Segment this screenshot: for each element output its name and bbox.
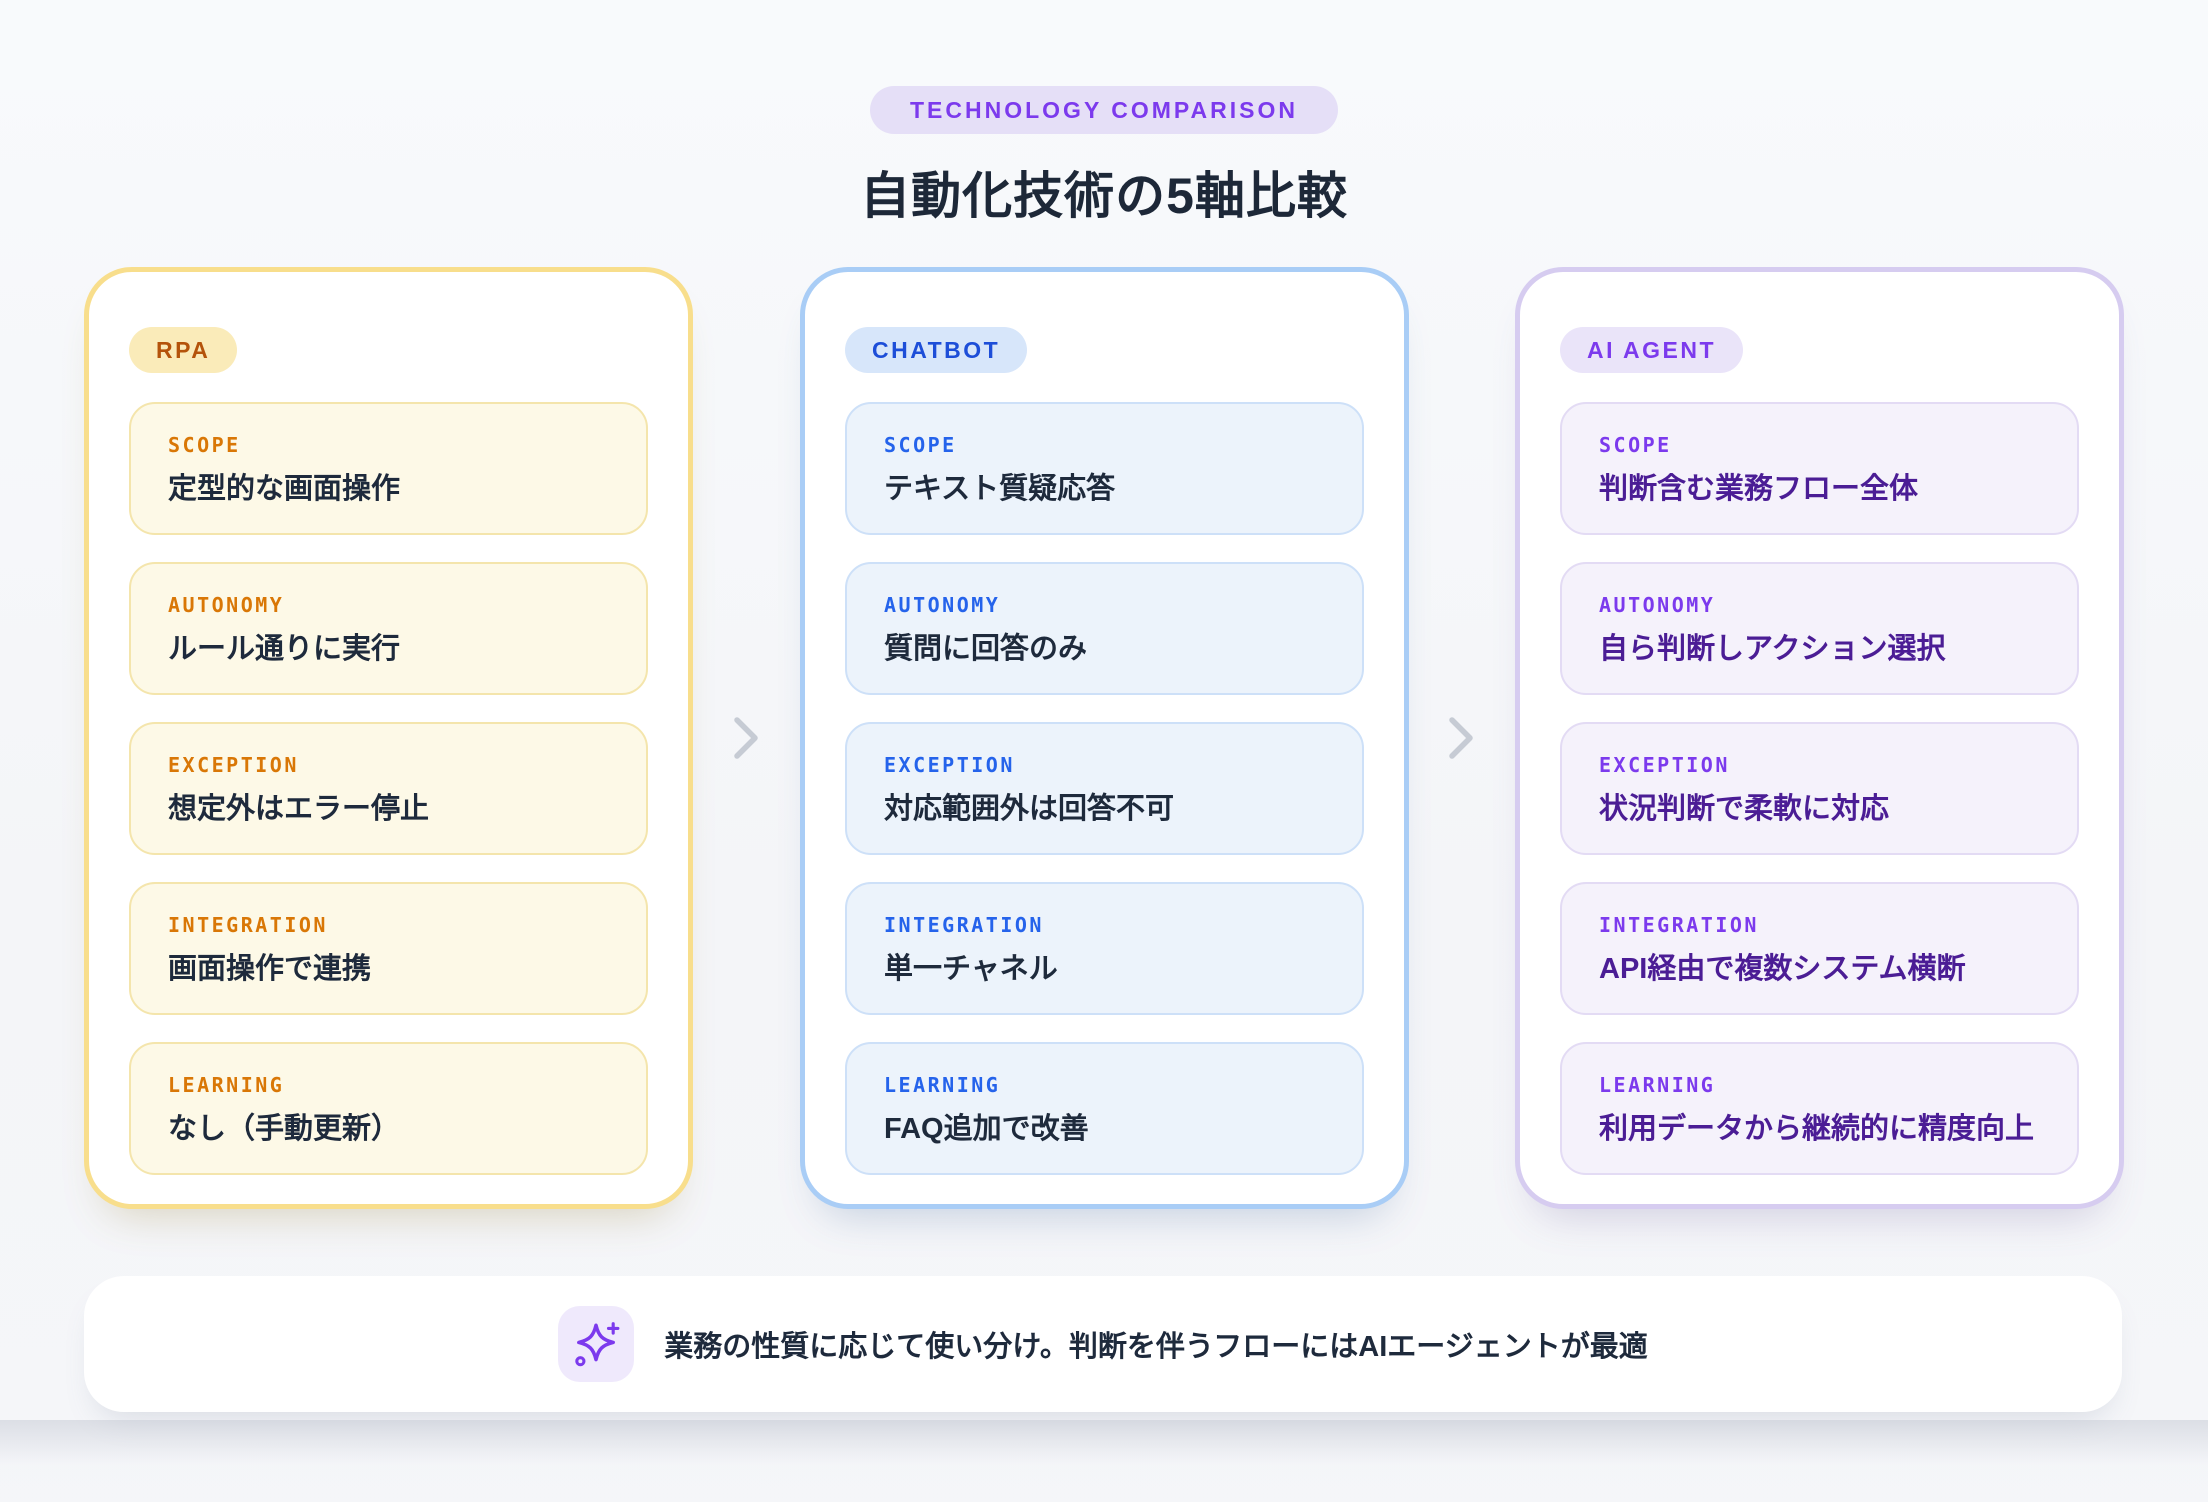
bottom-gradient-band bbox=[0, 1420, 2208, 1502]
chatbot-item-list: SCOPE テキスト質疑応答 AUTONOMY 質問に回答のみ EXCEPTIO… bbox=[845, 402, 1364, 1175]
chatbot-item-learning: LEARNING FAQ追加で改善 bbox=[845, 1042, 1364, 1175]
chatbot-item-autonomy: AUTONOMY 質問に回答のみ bbox=[845, 562, 1364, 695]
item-value: 自ら判断しアクション選択 bbox=[1599, 633, 1946, 665]
chatbot-item-scope: SCOPE テキスト質疑応答 bbox=[845, 402, 1364, 535]
rpa-item-autonomy: AUTONOMY ルール通りに実行 bbox=[129, 562, 648, 695]
item-label: INTEGRATION bbox=[1599, 913, 1759, 937]
rpa-item-list: SCOPE 定型的な画面操作 AUTONOMY ルール通りに実行 EXCEPTI… bbox=[129, 402, 648, 1175]
item-label: INTEGRATION bbox=[168, 913, 328, 937]
item-value: 利用データから継続的に精度向上 bbox=[1599, 1113, 2035, 1145]
item-value: 想定外はエラー停止 bbox=[168, 793, 430, 825]
rpa-item-learning: LEARNING なし（手動更新） bbox=[129, 1042, 648, 1175]
item-value: 単一チャネル bbox=[884, 953, 1058, 985]
summary-icon-box bbox=[558, 1306, 635, 1382]
summary-text: 業務の性質に応じて使い分け。判断を伴うフローにはAIエージェントが最適 bbox=[664, 1331, 1648, 1363]
rpa-badge: RPA bbox=[129, 327, 238, 373]
item-label: SCOPE bbox=[884, 433, 957, 457]
chatbot-badge: CHATBOT bbox=[845, 327, 1028, 373]
item-label: AUTONOMY bbox=[884, 593, 1001, 617]
item-value: テキスト質疑応答 bbox=[884, 473, 1116, 505]
summary-bar: 業務の性質に応じて使い分け。判断を伴うフローにはAIエージェントが最適 bbox=[84, 1276, 2122, 1412]
item-value: 質問に回答のみ bbox=[884, 633, 1088, 665]
page-title: 自動化技術の5軸比較 bbox=[860, 168, 1348, 224]
item-value: なし（手動更新） bbox=[168, 1113, 401, 1145]
item-value: 画面操作で連携 bbox=[168, 953, 372, 985]
item-value: FAQ追加で改善 bbox=[884, 1113, 1089, 1145]
card-rpa: RPA SCOPE 定型的な画面操作 AUTONOMY ルール通りに実行 EXC… bbox=[84, 267, 693, 1209]
ai-agent-item-scope: SCOPE 判断含む業務フロー全体 bbox=[1560, 402, 2079, 535]
rpa-item-integration: INTEGRATION 画面操作で連携 bbox=[129, 882, 648, 1015]
ai-agent-item-learning: LEARNING 利用データから継続的に精度向上 bbox=[1560, 1042, 2079, 1175]
ai-agent-item-list: SCOPE 判断含む業務フロー全体 AUTONOMY 自ら判断しアクション選択 … bbox=[1560, 402, 2079, 1175]
item-label: LEARNING bbox=[884, 1073, 1001, 1097]
item-value: ルール通りに実行 bbox=[168, 633, 401, 665]
item-label: EXCEPTION bbox=[884, 753, 1015, 777]
ai-agent-badge: AI AGENT bbox=[1560, 327, 1744, 373]
item-label: INTEGRATION bbox=[884, 913, 1044, 937]
item-label: SCOPE bbox=[1599, 433, 1672, 457]
ai-agent-item-integration: INTEGRATION API経由で複数システム横断 bbox=[1560, 882, 2079, 1015]
item-label: LEARNING bbox=[1599, 1073, 1716, 1097]
item-label: AUTONOMY bbox=[1599, 593, 1716, 617]
ai-agent-item-exception: EXCEPTION 状況判断で柔軟に対応 bbox=[1560, 722, 2079, 855]
chatbot-item-exception: EXCEPTION 対応範囲外は回答不可 bbox=[845, 722, 1364, 855]
header-eyebrow-badge: TECHNOLOGY COMPARISON bbox=[870, 86, 1338, 134]
card-chatbot: CHATBOT SCOPE テキスト質疑応答 AUTONOMY 質問に回答のみ … bbox=[800, 267, 1409, 1209]
item-value: 状況判断で柔軟に対応 bbox=[1599, 793, 1890, 825]
chevron-right-icon bbox=[1449, 717, 1473, 759]
rpa-item-scope: SCOPE 定型的な画面操作 bbox=[129, 402, 648, 535]
item-value: 定型的な画面操作 bbox=[168, 473, 401, 505]
chevron-right-icon bbox=[734, 717, 758, 759]
item-label: SCOPE bbox=[168, 433, 241, 457]
sparkles-icon bbox=[575, 1322, 620, 1367]
ai-agent-item-autonomy: AUTONOMY 自ら判断しアクション選択 bbox=[1560, 562, 2079, 695]
item-value: 判断含む業務フロー全体 bbox=[1599, 473, 1919, 505]
item-label: EXCEPTION bbox=[168, 753, 299, 777]
item-value: 対応範囲外は回答不可 bbox=[884, 793, 1175, 825]
item-label: EXCEPTION bbox=[1599, 753, 1730, 777]
item-value: API経由で複数システム横断 bbox=[1599, 953, 1966, 985]
chatbot-item-integration: INTEGRATION 単一チャネル bbox=[845, 882, 1364, 1015]
item-label: LEARNING bbox=[168, 1073, 285, 1097]
card-ai-agent: AI AGENT SCOPE 判断含む業務フロー全体 AUTONOMY 自ら判断… bbox=[1515, 267, 2124, 1209]
rpa-item-exception: EXCEPTION 想定外はエラー停止 bbox=[129, 722, 648, 855]
item-label: AUTONOMY bbox=[168, 593, 285, 617]
